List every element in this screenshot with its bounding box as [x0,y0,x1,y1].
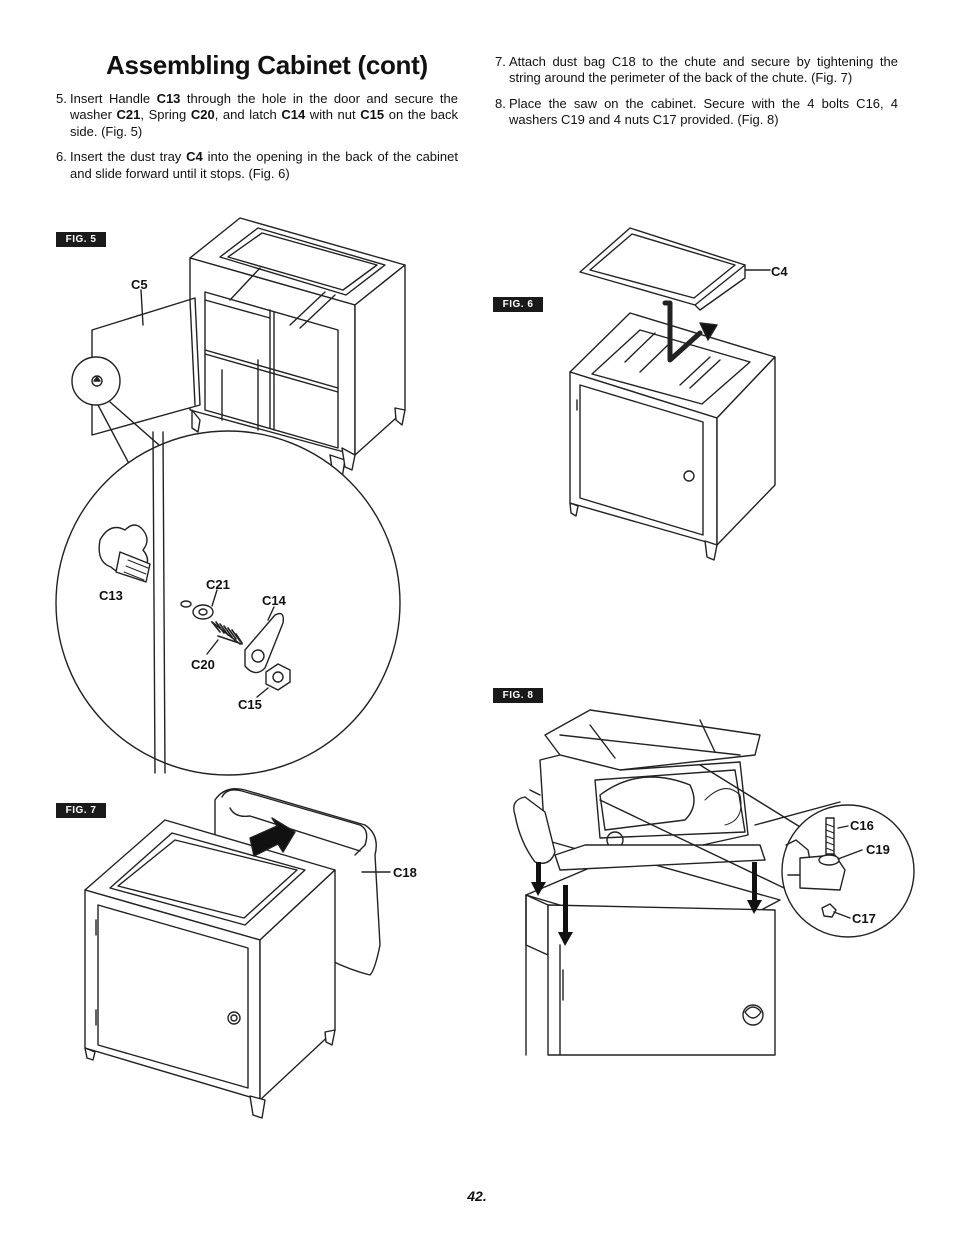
label-c4: C4 [771,264,788,279]
step-text-run: Place the saw on the cabinet. Secure wit… [509,95,898,128]
step-text-run: through the hole in the door and secure … [70,91,458,123]
step-number: 7. [495,54,506,69]
step-text: Insert Handle C13 through the hole in th… [70,91,458,140]
fig7-tag: FIG. 7 [56,803,106,818]
fig8-tag: FIG. 8 [493,688,543,703]
label-c13: C13 [99,588,123,603]
step-text-run: into the opening in the back of the cabi… [70,149,458,181]
step-number: 8. [495,95,506,111]
fig6-tag: FIG. 6 [493,297,543,312]
step-number: 6. [56,149,67,165]
step-text-run: , Spring [140,107,191,123]
part-reference: C20 [190,107,215,123]
instruction-step: 5.Insert Handle C13 through the hole in … [56,91,458,140]
label-c18: C18 [393,865,417,880]
instruction-step: 7.Attach dust bag C18 to the chute and s… [495,54,898,87]
step-text: Insert the dust tray C4 into the opening… [70,149,458,182]
step-text-run: Insert Handle [70,91,157,106]
step-number: 5. [56,91,67,106]
steps-left: 5.Insert Handle C13 through the hole in … [56,91,458,191]
step-text: Place the saw on the cabinet. Secure wit… [509,96,898,129]
page-title: Assembling Cabinet (cont) [106,50,428,80]
part-reference: C13 [156,91,181,106]
part-reference: C15 [360,107,385,123]
step-text-run: , and latch [214,107,282,123]
instruction-step: 6.Insert the dust tray C4 into the openi… [56,149,458,182]
step-text-run: with nut [305,107,361,123]
label-c21: C21 [206,577,230,592]
label-c20: C20 [191,657,215,672]
step-text-run: Attach dust bag C18 to the chute and sec… [509,54,898,86]
label-c5: C5 [131,277,148,292]
label-c17: C17 [852,911,876,926]
step-text-run: on the back side. (Fig. 5) [70,107,458,139]
page-number: 42. [467,1188,487,1204]
step-text-run: Insert the dust tray [70,149,187,165]
fig6-cabinet-drawing [569,227,776,561]
fig5-cabinet-drawing [55,217,406,776]
part-reference: C14 [281,107,306,123]
part-reference: C4 [186,149,203,165]
fig5-tag: FIG. 5 [56,232,106,247]
fig7-cabinet-drawing [84,788,391,1119]
label-c14: C14 [262,593,286,608]
label-c19: C19 [866,842,890,857]
label-c15: C15 [238,697,262,712]
label-c16: C16 [850,818,874,833]
instruction-step: 8.Place the saw on the cabinet. Secure w… [495,96,898,129]
step-text: Attach dust bag C18 to the chute and sec… [509,54,898,87]
steps-right: 7.Attach dust bag C18 to the chute and s… [495,54,898,138]
fig8-saw-drawing [513,709,915,1056]
part-reference: C21 [116,107,141,123]
